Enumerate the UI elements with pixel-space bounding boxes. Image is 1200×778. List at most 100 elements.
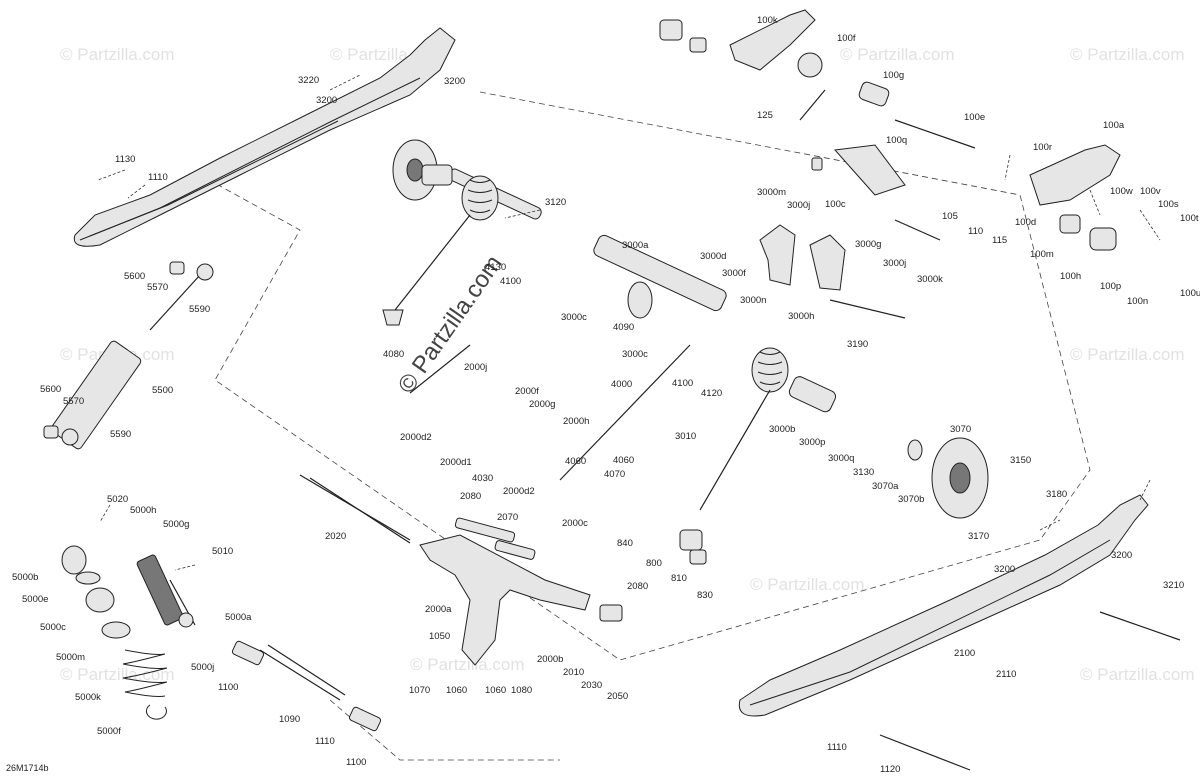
callout-label: 1110 bbox=[148, 172, 168, 183]
callout-label: 2000f bbox=[515, 386, 539, 397]
callout-label: 3200 bbox=[1111, 550, 1132, 561]
callout-label: 5000k bbox=[75, 692, 101, 703]
assembly-frame bbox=[199, 91, 1091, 661]
callout-label: 5000g bbox=[163, 519, 189, 530]
callout-label: 100f bbox=[837, 33, 856, 44]
callout-label: 3000d bbox=[700, 251, 726, 262]
callout-label: 3000k bbox=[917, 274, 943, 285]
callout-label: 5590 bbox=[189, 304, 210, 315]
watermark-tile: © Partzilla.com bbox=[1070, 345, 1185, 364]
callout-label: 125 bbox=[757, 110, 773, 121]
callout-label: 2010 bbox=[563, 667, 584, 678]
callout-label: 2050 bbox=[607, 691, 628, 702]
idler-wheel-3070 bbox=[907, 437, 989, 519]
bolts-rods bbox=[259, 89, 1181, 771]
callout-label: 3070a bbox=[872, 481, 899, 492]
callout-label: 2000d2 bbox=[503, 486, 535, 497]
callout-label: 100r bbox=[1033, 142, 1052, 153]
callout-label: 2030 bbox=[581, 680, 602, 691]
callout-label: 4070 bbox=[604, 469, 625, 480]
callout-label: 5590 bbox=[110, 429, 131, 440]
callout-label: 810 bbox=[671, 573, 687, 584]
callout-label: 1100 bbox=[218, 682, 238, 693]
callout-label: 1070 bbox=[409, 685, 430, 696]
callout-label: 4030 bbox=[472, 473, 493, 484]
watermark-tile: © Partzilla.com bbox=[410, 655, 525, 674]
callout-label: 105 bbox=[942, 211, 958, 222]
callout-label: 100w bbox=[1110, 186, 1133, 197]
callout-label: 100k bbox=[757, 15, 778, 26]
callout-label: 4130 bbox=[485, 262, 506, 273]
callout-label: 2000a bbox=[425, 604, 452, 615]
bracket-100a bbox=[729, 9, 1121, 291]
torsion-spring-right bbox=[699, 347, 837, 511]
callout-label: 5500 bbox=[152, 385, 173, 396]
callout-label: 5020 bbox=[107, 494, 128, 505]
callout-label: 2000c bbox=[562, 518, 588, 529]
callout-label: 3220 bbox=[298, 75, 319, 86]
assembly-frame-lower bbox=[329, 699, 560, 761]
callout-label: 5600 bbox=[124, 271, 145, 282]
callout-label: 1060 bbox=[446, 685, 467, 696]
callout-label: 100e bbox=[964, 112, 985, 123]
callout-label: 5000c bbox=[40, 622, 66, 633]
slide-rail-right bbox=[738, 494, 1149, 717]
callout-label: 5000a bbox=[225, 612, 252, 623]
callout-label: 100s bbox=[1158, 199, 1179, 210]
callout-label: 3000n bbox=[740, 295, 766, 306]
callout-label: 5600 bbox=[40, 384, 61, 395]
callout-label: 1080 bbox=[511, 685, 532, 696]
callout-label: 5000b bbox=[12, 572, 38, 583]
callout-label: 100u bbox=[1180, 288, 1200, 299]
callout-label: 2000j bbox=[464, 362, 487, 373]
callout-label: 3000c bbox=[561, 312, 587, 323]
callout-label: 1120 bbox=[880, 764, 900, 775]
callout-label: 5570 bbox=[147, 282, 168, 293]
callout-label: 3000j bbox=[883, 258, 906, 269]
callout-label: 1060 bbox=[485, 685, 506, 696]
callout-label: 100a bbox=[1103, 120, 1125, 131]
callout-label: 5570 bbox=[63, 396, 84, 407]
callout-label: 3000b bbox=[769, 424, 795, 435]
callout-label: 3000m bbox=[757, 187, 786, 198]
watermark-tile: © Partzilla.com bbox=[1080, 665, 1195, 684]
torsion-spring-left bbox=[382, 175, 499, 326]
callout-label: 1130 bbox=[115, 154, 135, 165]
rear-shock-5000a bbox=[61, 545, 196, 720]
callout-label: 800 bbox=[646, 558, 662, 569]
callout-label: 3000c bbox=[622, 349, 648, 360]
drawing-code: 26M1714b bbox=[6, 763, 49, 773]
callout-label: 2000g bbox=[529, 399, 555, 410]
callout-label: 115 bbox=[992, 235, 1007, 246]
callout-label: 2020 bbox=[325, 531, 346, 542]
callout-label: 3200 bbox=[316, 95, 337, 106]
watermark-tile: © Partzilla.com bbox=[750, 575, 865, 594]
callout-label: 4080 bbox=[383, 349, 404, 360]
callout-label: 1090 bbox=[279, 714, 300, 725]
callout-label: 100t bbox=[1180, 213, 1199, 224]
callout-label: 100d bbox=[1015, 217, 1036, 228]
callout-label: 2080 bbox=[460, 491, 481, 502]
upper-idler-wheel bbox=[392, 139, 453, 201]
callout-label: 3200 bbox=[444, 76, 465, 87]
callout-label: 3010 bbox=[675, 431, 696, 442]
callout-label: 2080 bbox=[627, 581, 648, 592]
callout-label: 110 bbox=[968, 226, 983, 237]
callout-label: 3210 bbox=[1163, 580, 1184, 591]
callout-label: 3170 bbox=[968, 531, 989, 542]
watermark-tile: © Partzilla.com bbox=[1070, 45, 1185, 64]
callout-label: 4090 bbox=[613, 322, 634, 333]
callout-label: 5000f bbox=[97, 726, 121, 737]
callout-label: 2000h bbox=[563, 416, 589, 427]
leader-lines bbox=[97, 74, 1161, 571]
rear-arm-2000a bbox=[419, 517, 591, 666]
callout-label: 1110 bbox=[827, 742, 847, 753]
callout-label: 840 bbox=[617, 538, 633, 549]
callout-label: 3200 bbox=[994, 564, 1015, 575]
callout-label: 4100 bbox=[500, 276, 521, 287]
callout-label: 100q bbox=[886, 135, 907, 146]
callout-label: 3000p bbox=[799, 437, 825, 448]
callout-label: 4120 bbox=[701, 388, 722, 399]
callout-label: 4060 bbox=[565, 456, 586, 467]
